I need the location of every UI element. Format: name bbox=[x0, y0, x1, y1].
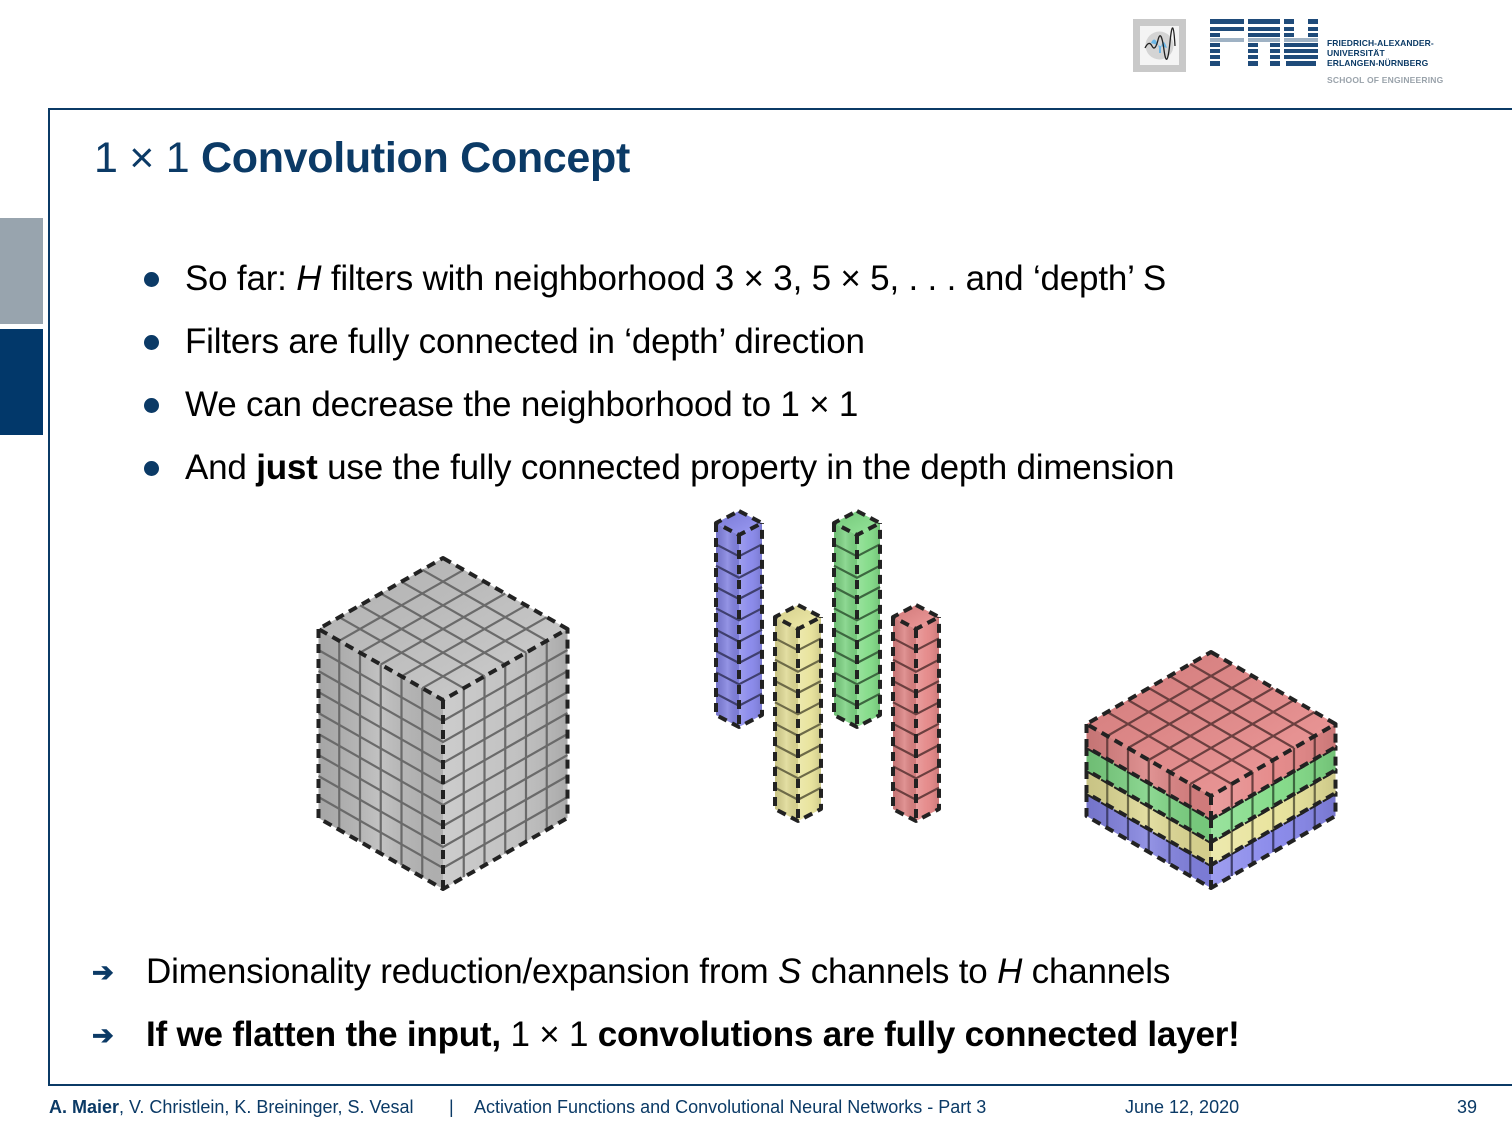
title-math-prefix: 1 × 1 bbox=[94, 134, 190, 182]
text-run: H bbox=[997, 952, 1023, 991]
bullet-item: We can decrease the neighborhood to 1 × … bbox=[140, 381, 1174, 444]
conclusion-item: ➔ Dimensionality reduction/expansion from… bbox=[92, 948, 1240, 1011]
title-text: Convolution Concept bbox=[201, 134, 631, 182]
bullet-item: Filters are fully connected in ‘depth’ d… bbox=[140, 318, 1174, 381]
conclusion-item: ➔ If we flatten the input, 1 × 1 convolut… bbox=[92, 1011, 1240, 1074]
fau-wordmark-logo bbox=[1210, 19, 1318, 66]
side-nav-tab-current[interactable] bbox=[0, 329, 43, 435]
footer-date: June 12, 2020 bbox=[1125, 1097, 1240, 1117]
footer-authors: A. Maier, V. Christlein, K. Breininger, … bbox=[49, 1097, 414, 1118]
slide-frame bbox=[48, 108, 1512, 1086]
bullet-item: So far: H filters with neighborhood 3 × … bbox=[140, 255, 1174, 318]
university-name-line: UNIVERSITÄT bbox=[1327, 48, 1385, 58]
conclusion-list: ➔ Dimensionality reduction/expansion from… bbox=[92, 948, 1240, 1074]
text-run: Dimensionality reduction/expansion from bbox=[146, 952, 779, 991]
text-run: H bbox=[296, 259, 322, 298]
text-run: 1 × 1 bbox=[500, 1015, 598, 1054]
bullet-dot-icon bbox=[144, 335, 159, 350]
side-nav-tab-previous[interactable] bbox=[0, 218, 43, 324]
university-name-line: FRIEDRICH-ALEXANDER- bbox=[1327, 38, 1434, 48]
text-run: just bbox=[256, 448, 318, 487]
waveform-emblem-icon bbox=[1133, 19, 1186, 72]
footer-separator: | bbox=[449, 1097, 454, 1117]
text-run: channels bbox=[1022, 952, 1171, 991]
text-run: use the fully connected property in the … bbox=[317, 448, 1175, 487]
text-run: If we flatten the input, bbox=[146, 1015, 501, 1054]
bullet-list: So far: H filters with neighborhood 3 × … bbox=[140, 255, 1174, 507]
footer-other-authors: , V. Christlein, K. Breininger, S. Vesal bbox=[119, 1097, 414, 1117]
school-name: SCHOOL OF ENGINEERING bbox=[1327, 75, 1444, 85]
bullet-dot-icon bbox=[144, 272, 159, 287]
arrow-right-icon: ➔ bbox=[92, 957, 114, 987]
university-name: FRIEDRICH-ALEXANDER- UNIVERSITÄT ERLANGE… bbox=[1327, 38, 1434, 68]
bullet-item: And just use the fully connected propert… bbox=[140, 444, 1174, 507]
text-run: S bbox=[778, 952, 802, 991]
bullet-dot-icon bbox=[144, 398, 159, 413]
footer-course-title: Activation Functions and Convolutional N… bbox=[474, 1097, 987, 1117]
footer-lead-author: A. Maier bbox=[49, 1097, 120, 1117]
text-run: So far: bbox=[185, 259, 297, 298]
text-run: channels to bbox=[801, 952, 998, 991]
text-run: And bbox=[185, 448, 257, 487]
text-run: We can decrease the neighborhood to 1 × … bbox=[185, 385, 859, 424]
footer-page-number: 39 bbox=[1457, 1097, 1478, 1117]
text-run: Filters are fully connected in ‘depth’ d… bbox=[185, 322, 865, 361]
arrow-right-icon: ➔ bbox=[92, 1020, 114, 1050]
slide-title: 1 × 1 Convolution Concept bbox=[94, 134, 630, 183]
university-name-line: ERLANGEN-NÜRNBERG bbox=[1327, 58, 1429, 68]
text-run: convolutions are fully connected layer! bbox=[597, 1015, 1240, 1054]
bullet-dot-icon bbox=[144, 461, 159, 476]
text-run: filters with neighborhood 3 × 3, 5 × 5, … bbox=[321, 259, 1167, 298]
